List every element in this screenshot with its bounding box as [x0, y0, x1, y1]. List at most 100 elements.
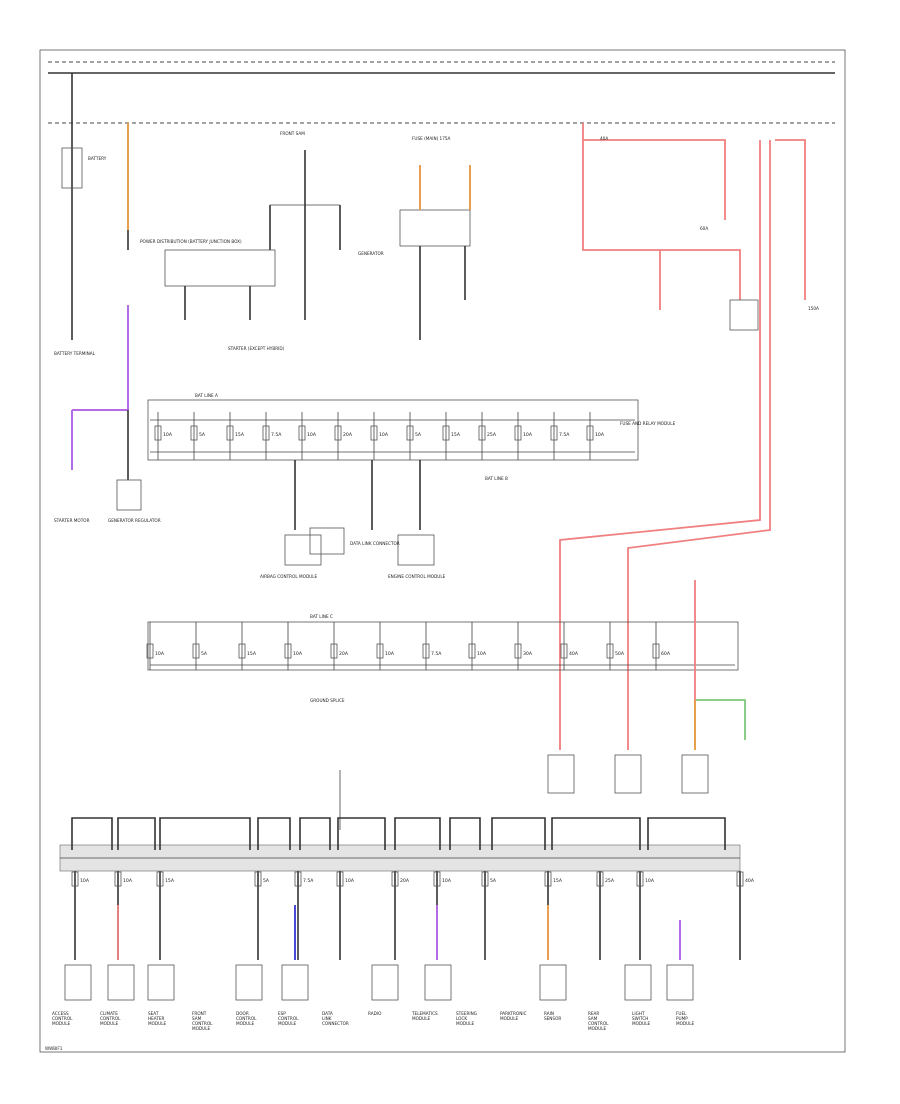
fuse-main-label: FUSE (MAIN) 175A — [412, 136, 451, 141]
main-fuse-rating: 15A — [235, 432, 245, 438]
main-fuse-symbol — [442, 425, 450, 441]
bottom-fuse-symbol — [636, 871, 644, 887]
second-fuse-rating: 5A — [201, 651, 208, 657]
bottom-fuse-rating: 10A — [345, 878, 355, 884]
main-fuse-symbol — [370, 425, 378, 441]
second-fuse-symbol — [514, 643, 522, 659]
bottom-component-box — [666, 964, 694, 1001]
bottom-bracket — [71, 817, 113, 850]
bottom-bracket — [647, 817, 726, 850]
bottom-bracket — [299, 817, 331, 850]
fuse-40a-label: 40A — [600, 136, 608, 141]
ground-splice-label: GROUND SPLICE — [310, 698, 345, 703]
mid-component-3: ENGINE CONTROL MODULE — [388, 574, 446, 579]
bottom-fuse-rating: 20A — [400, 878, 410, 884]
bus-b-label: BAT LINE B — [485, 476, 508, 481]
relay-box — [729, 299, 759, 331]
bottom-bracket — [257, 817, 291, 850]
fuse-box-label: FUSE AND RELAY MODULE — [620, 421, 676, 426]
second-fuse-symbol — [284, 643, 292, 659]
bottom-fuse-rating: 5A — [490, 878, 497, 884]
bottom-component-box — [424, 964, 452, 1001]
main-fuse-symbol — [262, 425, 270, 441]
bottom-fuse-symbol — [71, 871, 79, 887]
bottom-component-box — [624, 964, 652, 1001]
second-fuse-rating: 10A — [477, 651, 487, 657]
bottom-fuse-rating: 15A — [553, 878, 563, 884]
main-fuse-rating: 5A — [415, 432, 422, 438]
relay-2 — [614, 754, 642, 794]
main-fuse-symbol — [406, 425, 414, 441]
bottom-component-label: RADIO — [368, 1011, 382, 1016]
bottom-fuse-symbol — [736, 871, 744, 887]
airbag-module-box — [284, 534, 322, 566]
main-fuse-rating: 25A — [487, 432, 497, 438]
main-fuse-rating: 15A — [451, 432, 461, 438]
second-fuse-symbol — [606, 643, 614, 659]
second-fuse-rating: 20A — [339, 651, 349, 657]
relay-3 — [681, 754, 709, 794]
bat-terminal-label: BATTERY TERMINAL — [54, 351, 96, 356]
second-fuse-rating: 40A — [569, 651, 579, 657]
main-fuse-symbol — [334, 425, 342, 441]
second-fuse-symbol — [560, 643, 568, 659]
bottom-bracket — [337, 817, 386, 850]
bottom-bracket — [117, 817, 156, 850]
main-fuse-symbol — [190, 425, 198, 441]
second-fuse-rating: 15A — [247, 651, 257, 657]
second-fuse-rating: 10A — [385, 651, 395, 657]
bus-a-label: BAT LINE A — [195, 393, 218, 398]
battery-symbol — [61, 147, 83, 189]
left-component-2: GENERATOR REGULATOR — [108, 518, 161, 523]
bottom-fuse-symbol — [254, 871, 262, 887]
bottom-fuse-rating: 15A — [165, 878, 175, 884]
main-fuse-rating: 20A — [343, 432, 353, 438]
bottom-fuse-symbol — [596, 871, 604, 887]
bottom-component-box — [64, 964, 92, 1001]
power-distribution-label: POWER DISTRIBUTION (BATTERY JUNCTION BOX… — [140, 239, 242, 244]
fuse-60a-label: 60A — [700, 226, 708, 231]
bottom-fuse-symbol — [481, 871, 489, 887]
second-fuse-rating: 10A — [155, 651, 165, 657]
bottom-component-box — [147, 964, 175, 1001]
bottom-fuse-rating: 7.5A — [303, 878, 314, 884]
green-wire — [695, 699, 746, 740]
red-wire-long-1 — [559, 140, 761, 750]
fuse-main-box — [399, 209, 471, 247]
fuse-150a-label: 150A — [808, 306, 819, 311]
second-fuse-symbol — [376, 643, 384, 659]
second-fuse-rating: 60A — [661, 651, 671, 657]
second-fuse-symbol — [422, 643, 430, 659]
main-fuse-symbol — [298, 425, 306, 441]
bottom-fuse-rating: 25A — [605, 878, 615, 884]
main-fuse-symbol — [550, 425, 558, 441]
bottom-component-box — [235, 964, 263, 1001]
fuse-bus-main — [147, 399, 639, 461]
second-fuse-rating: 50A — [615, 651, 625, 657]
main-fuse-rating: 10A — [595, 432, 605, 438]
bottom-fuse-symbol — [336, 871, 344, 887]
bottom-fuse-symbol — [544, 871, 552, 887]
bus-c-label: BAT LINE C — [310, 614, 333, 619]
bottom-bracket — [449, 817, 481, 850]
bottom-bracket-group — [71, 817, 726, 850]
bottom-bracket — [491, 817, 546, 850]
footer-code: WWBIF1 — [45, 1046, 63, 1051]
second-fuse-symbol — [192, 643, 200, 659]
diagram-frame — [39, 49, 846, 1053]
bottom-component-box — [107, 964, 135, 1001]
mid-component-2: DATA LINK CONNECTOR — [350, 541, 400, 546]
main-fuse-rating: 7.5A — [559, 432, 570, 438]
